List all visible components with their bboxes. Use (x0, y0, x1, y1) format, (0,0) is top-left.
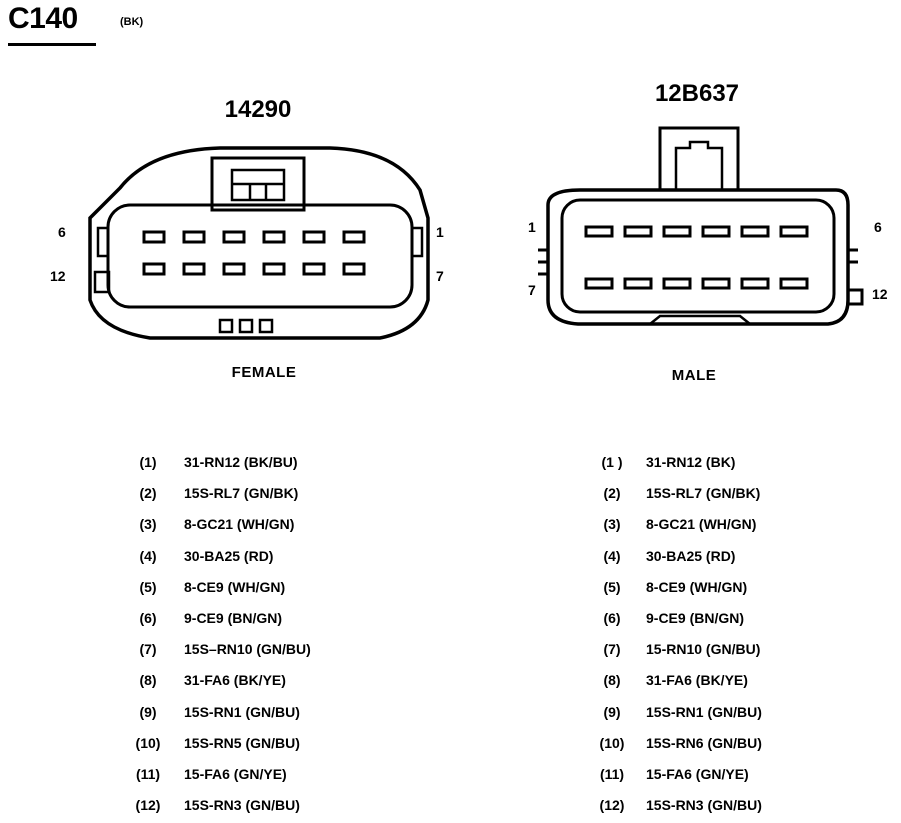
male-pin-number: (1 ) (601, 454, 623, 470)
male-pin-circuit: 8-CE9 (WH/GN) (646, 578, 748, 595)
female-pin-label-top-left: 6 (58, 224, 66, 240)
male-pin-number: (10) (599, 734, 625, 751)
male-pin-number: (6) (603, 610, 621, 626)
male-pin-circuit: 15S-RN6 (GN/BU) (646, 734, 762, 751)
female-cavity-7 (342, 262, 366, 276)
female-pin-number: (1) (139, 454, 157, 470)
female-pin-label-top-right: 1 (436, 224, 444, 240)
female-cavity-2 (302, 230, 326, 244)
female-pin-circuit: 30-BA25 (RD) (184, 547, 274, 564)
female-pin-number: (5) (139, 578, 157, 595)
male-cavity-1 (584, 225, 614, 238)
female-cavity-1 (342, 230, 366, 244)
male-part-number: 12B637 (654, 80, 740, 107)
male-pin-label-top-left: 1 (528, 219, 536, 235)
male-cavity-6 (779, 225, 809, 238)
male-pin-circuit: 9-CE9 (BN/GN) (646, 610, 745, 626)
male-pin-label-top-right: 6 (874, 219, 882, 235)
female-pin-circuit: 15S-RN3 (GN/BU) (184, 797, 300, 814)
male-cavity-11 (740, 277, 770, 290)
title-underline (8, 43, 96, 46)
female-cavity-6 (142, 230, 166, 244)
female-cavity-12 (142, 262, 166, 276)
male-cavity-3 (662, 225, 692, 238)
male-connector-face (538, 126, 864, 326)
male-pin-circuit: 15S-RL7 (GN/BK) (646, 485, 761, 502)
female-cavity-11 (182, 262, 206, 276)
female-cavity-5 (182, 230, 206, 244)
female-pin-circuit: 9-CE9 (BN/GN) (184, 610, 283, 626)
male-pin-number: (9) (603, 703, 621, 720)
male-cavity-12 (779, 277, 809, 290)
male-pin-number: (5) (603, 578, 621, 595)
connector-color-code: (BK) (120, 16, 144, 28)
male-pin-circuit: 30-BA25 (RD) (646, 547, 736, 564)
female-pin-circuit: 15-FA6 (GN/YE) (184, 766, 287, 782)
female-pin-number: (6) (139, 610, 157, 626)
male-pin-number: (2) (603, 485, 621, 502)
male-cavity-5 (740, 225, 770, 238)
connector-id: C140 (8, 2, 78, 35)
female-pin-number: (9) (139, 703, 157, 720)
connector-drawings (88, 126, 864, 340)
female-pin-number: (12) (135, 797, 161, 814)
male-pin-label-bottom-left: 7 (528, 282, 536, 298)
male-label: MALE (671, 367, 717, 384)
female-pin-circuit: 15S–RN10 (GN/BU) (184, 641, 311, 658)
female-pin-number: (3) (139, 516, 157, 533)
female-pin-label-bottom-right: 7 (436, 268, 444, 284)
male-pin-number: (4) (603, 547, 621, 564)
female-pin-cavities (142, 230, 366, 276)
male-pin-circuit: 15-FA6 (GN/YE) (646, 766, 749, 782)
male-pin-cavities (584, 225, 809, 290)
male-pin-number: (8) (603, 672, 621, 689)
male-pin-circuit: 15-RN10 (GN/BU) (646, 641, 761, 658)
female-cavity-8 (302, 262, 326, 276)
male-pin-circuit: 31-RN12 (BK) (646, 454, 736, 470)
male-cavity-8 (623, 277, 653, 290)
male-pin-number: (11) (599, 766, 625, 782)
male-pin-label-bottom-right: 12 (872, 286, 888, 302)
female-pin-circuit: 8-GC21 (WH/GN) (184, 516, 295, 533)
female-cavity-9 (262, 262, 286, 276)
female-cavity-3 (262, 230, 286, 244)
male-cavity-2 (623, 225, 653, 238)
male-pin-circuit: 15S-RN3 (GN/BU) (646, 797, 762, 814)
female-pin-number: (2) (139, 485, 157, 502)
female-pin-label-bottom-left: 12 (50, 268, 66, 284)
female-pin-circuit: 15S-RN5 (GN/BU) (184, 734, 300, 751)
female-pin-circuit: 31-RN12 (BK/BU) (184, 454, 298, 470)
male-pin-number: (12) (599, 797, 625, 814)
male-pin-number: (3) (603, 516, 621, 533)
female-pin-number: (8) (139, 672, 157, 689)
male-pin-number: (7) (603, 641, 621, 658)
male-pin-circuit: 8-GC21 (WH/GN) (646, 516, 757, 533)
male-cavity-9 (662, 277, 692, 290)
female-pin-circuit: 15S-RN1 (GN/BU) (184, 703, 300, 720)
male-pin-circuit: 15S-RN1 (GN/BU) (646, 703, 762, 720)
male-cavity-4 (701, 225, 731, 238)
female-cavity-10 (222, 262, 246, 276)
male-pin-circuit: 31-FA6 (BK/YE) (646, 672, 748, 689)
female-label: FEMALE (231, 364, 297, 381)
female-pin-circuit: 15S-RL7 (GN/BK) (184, 485, 299, 502)
female-pin-circuit: 8-CE9 (WH/GN) (184, 578, 286, 595)
female-pin-number: (11) (135, 766, 161, 782)
male-cavity-10 (701, 277, 731, 290)
female-part-number: 14290 (224, 96, 292, 123)
female-pin-number: (7) (139, 641, 157, 658)
female-pin-number: (10) (135, 734, 161, 751)
female-connector-face (88, 146, 430, 340)
female-pin-number: (4) (139, 547, 157, 564)
male-cavity-7 (584, 277, 614, 290)
female-cavity-4 (222, 230, 246, 244)
female-pin-circuit: 31-FA6 (BK/YE) (184, 672, 286, 689)
